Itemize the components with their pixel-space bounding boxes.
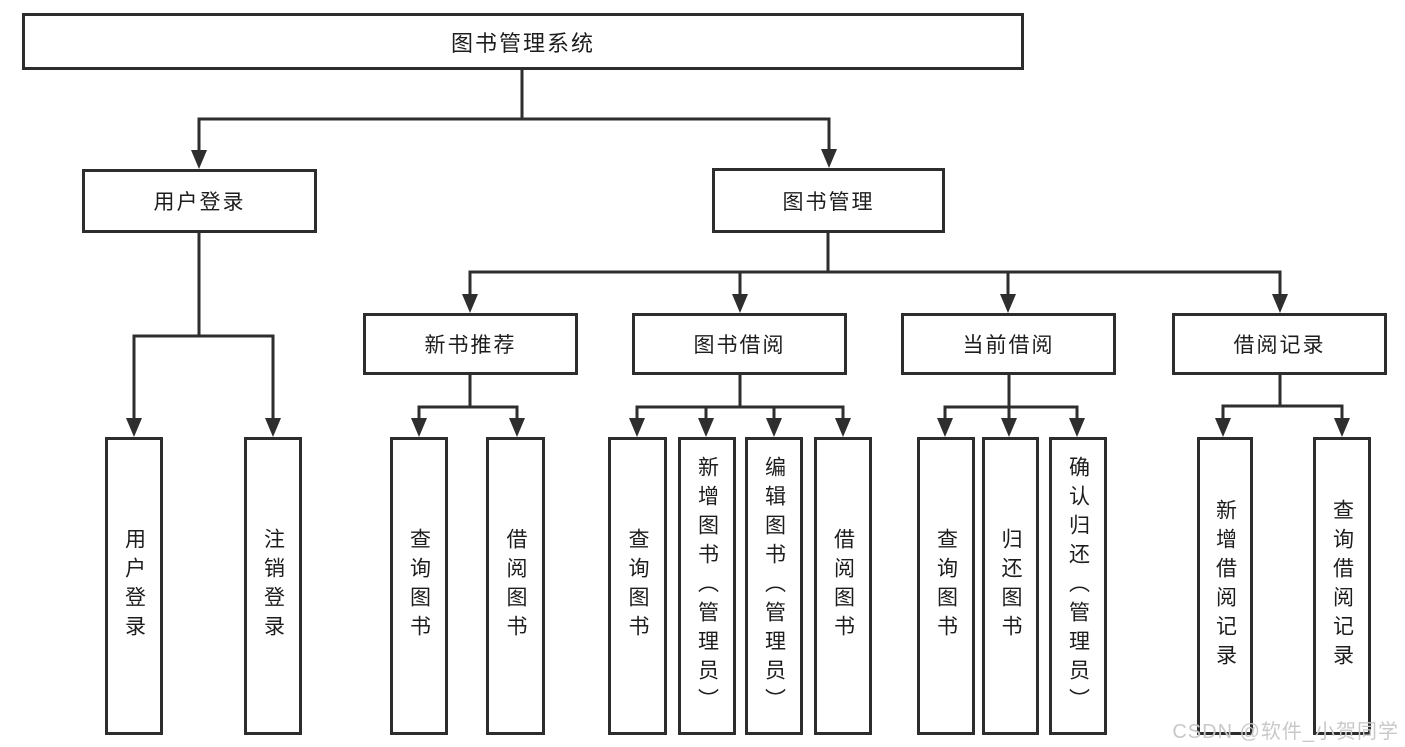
leaf-query-books-current: 查询图书 [917,437,975,735]
csdn-watermark: CSDN @软件_小贺同学 [1172,721,1399,743]
leaf-confirm-return-admin: 确认归还（管理员） [1049,437,1107,735]
connector-lines [132,70,1344,422]
node-label: 新增借阅记录 [1213,499,1237,673]
node-label: 查询图书 [407,528,431,644]
node-label: 当前借阅 [962,334,1055,357]
leaf-user-login: 用户登录 [105,437,163,735]
node-label: 借阅图书 [504,528,527,644]
node-new-book-recommendation: 新书推荐 [363,313,578,375]
node-label: 用户登录 [153,191,246,214]
node-label: 编辑图书（管理员） [762,455,786,717]
leaf-add-borrow-record: 新增借阅记录 [1197,437,1253,735]
node-label: 查询图书 [934,528,958,644]
leaf-edit-book-admin: 编辑图书（管理员） [745,437,803,735]
leaf-query-borrow-record: 查询借阅记录 [1313,437,1371,735]
node-label: 借阅记录 [1233,334,1326,357]
node-label: 新增图书（管理员） [695,455,719,717]
leaf-return-books: 归还图书 [982,437,1039,735]
node-label: 借阅图书 [831,528,855,644]
leaf-query-books-borrowing: 查询图书 [608,437,667,735]
node-label: 注销登录 [261,528,285,644]
node-label: 查询图书 [626,528,649,644]
leaf-borrow-books-recommend: 借阅图书 [486,437,545,735]
node-label: 归还图书 [999,528,1022,644]
node-book-borrowing: 图书借阅 [632,313,847,375]
node-borrowing-records: 借阅记录 [1172,313,1387,375]
leaf-query-books-recommend: 查询图书 [390,437,448,735]
node-label: 查询借阅记录 [1330,499,1354,673]
leaf-borrow-books-borrowing: 借阅图书 [814,437,872,735]
node-label: 图书管理系统 [450,30,595,56]
leaf-add-book-admin: 新增图书（管理员） [678,437,736,735]
node-book-management: 图书管理 [712,168,945,233]
node-user-login: 用户登录 [82,169,317,233]
node-label: 确认归还（管理员） [1066,455,1090,717]
node-label: 新书推荐 [424,334,517,357]
node-label: 图书借阅 [693,334,786,357]
node-label: 用户登录 [122,528,146,644]
node-library-management-system: 图书管理系统 [22,13,1024,70]
node-label: 图书管理 [782,190,875,214]
node-current-borrowing: 当前借阅 [901,313,1116,375]
leaf-logout: 注销登录 [244,437,302,735]
